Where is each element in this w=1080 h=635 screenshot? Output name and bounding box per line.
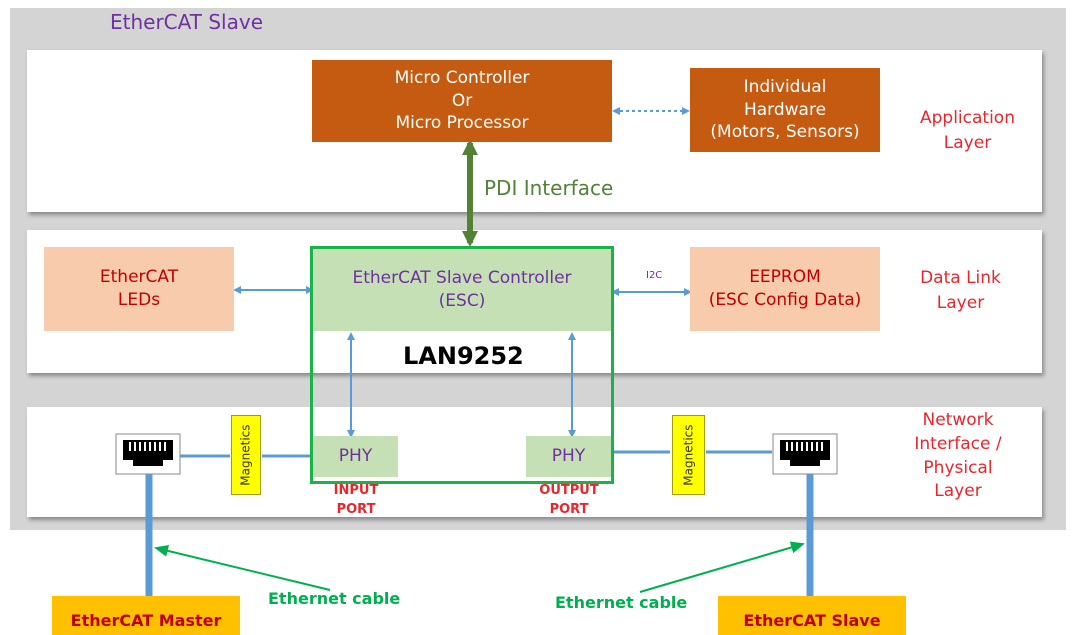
input-port-line-2: PORT — [336, 501, 376, 517]
pdi-interface-label: PDI Interface — [484, 176, 614, 200]
lan9252-chip — [310, 246, 614, 484]
mcu-line-3: Micro Processor — [395, 113, 529, 134]
phy-left-label: PHY — [338, 446, 373, 467]
output-port-label: OUTPUT PORT — [522, 482, 616, 520]
output-port-line-2: PORT — [549, 501, 589, 517]
net-label-1: Network — [922, 410, 994, 430]
ethercat-master-box: EtherCAT Master — [52, 596, 240, 635]
input-port-line-1: INPUT — [333, 483, 379, 498]
input-port-label: INPUT PORT — [316, 482, 396, 520]
dl-label-2: Layer — [936, 292, 985, 313]
mcu-line-1: Micro Controller — [394, 67, 530, 88]
ethernet-cable-label-right: Ethernet cable — [555, 593, 688, 612]
individual-hardware-box: Individual Hardware (Motors, Sensors) — [690, 68, 880, 152]
cable-pointer-right — [639, 541, 805, 593]
eeprom-line-1: EEPROM — [749, 267, 821, 288]
mcu-line-2: Or — [451, 90, 473, 111]
micro-controller-box: Micro Controller Or Micro Processor — [312, 60, 612, 142]
net-label-3: Physical — [923, 457, 993, 478]
leds-line-2: LEDs — [117, 290, 161, 310]
magnetics-left: Magnetics — [231, 415, 261, 495]
eeprom-box: EEPROM (ESC Config Data) — [690, 247, 880, 331]
hw-line-1: Individual — [743, 76, 827, 97]
esc-line-1: EtherCAT Slave Controller — [352, 268, 572, 289]
data-link-layer-label: Data Link Layer — [893, 266, 1028, 315]
net-label-2: Interface / — [914, 433, 1002, 454]
net-label-4: Layer — [934, 481, 982, 502]
magnetics-right-label: Magnetics — [681, 424, 696, 486]
rj45-port-icon — [772, 433, 838, 475]
eeprom-line-2: (ESC Config Data) — [708, 290, 862, 310]
slave-label: EtherCAT Slave — [743, 610, 881, 630]
hw-line-2: Hardware — [743, 99, 827, 120]
chip-name-label: LAN9252 — [403, 342, 524, 370]
rj45-port-icon — [115, 433, 181, 475]
phy-left-box: PHY — [313, 436, 398, 477]
cable-pointer-left — [154, 544, 331, 591]
application-layer-label: Application Layer — [900, 106, 1035, 155]
container-title: EtherCAT Slave — [110, 10, 263, 34]
ethercat-leds-box: EtherCAT LEDs — [44, 247, 234, 331]
master-label: EtherCAT Master — [70, 610, 222, 630]
ethernet-cable-label-left: Ethernet cable — [268, 589, 401, 608]
app-label-1: Application — [920, 108, 1015, 128]
output-port-line-1: OUTPUT — [539, 483, 599, 498]
phy-right-label: PHY — [551, 446, 586, 467]
esc-line-2: (ESC) — [438, 291, 486, 311]
dl-label-1: Data Link — [920, 268, 1001, 288]
leds-line-1: EtherCAT — [99, 267, 179, 288]
magnetics-right: Magnetics — [672, 415, 705, 495]
network-layer-label: Network Interface / Physical Layer — [888, 409, 1028, 504]
hw-line-3: (Motors, Sensors) — [710, 122, 860, 143]
i2c-label: I2C — [646, 270, 663, 281]
ethercat-slave-box: EtherCAT Slave — [718, 596, 906, 635]
phy-right-box: PHY — [526, 436, 611, 477]
esc-box: EtherCAT Slave Controller (ESC) — [313, 249, 611, 331]
magnetics-left-label: Magnetics — [238, 424, 253, 486]
app-label-2: Layer — [943, 132, 992, 153]
